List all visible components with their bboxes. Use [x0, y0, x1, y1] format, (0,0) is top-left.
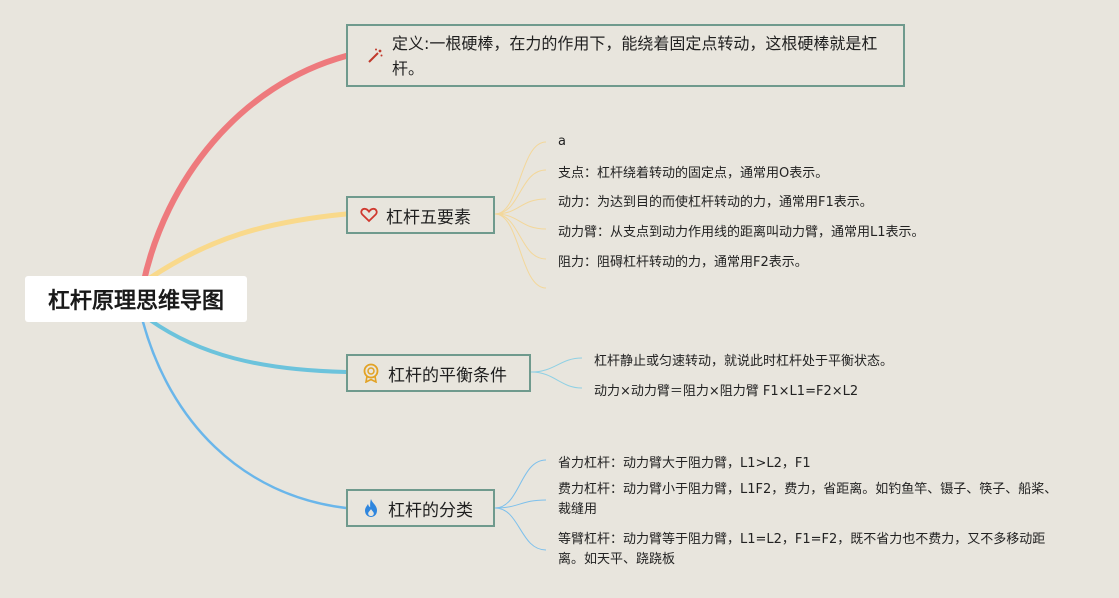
balance-title: 杠杆的平衡条件 — [388, 365, 507, 386]
root-topic[interactable]: 杠杆原理思维导图 — [25, 276, 247, 322]
five-elements-item[interactable]: 动力臂：从支点到动力作用线的距离叫动力臂，通常用L1表示。 — [558, 225, 925, 240]
five-elements-item[interactable]: 动力：为达到目的而使杠杆转动的力，通常用F1表示。 — [558, 195, 873, 210]
magic-wand-icon — [364, 47, 386, 65]
classification-node[interactable]: 杠杆的分类 — [346, 489, 495, 527]
classification-item[interactable]: 等臂杠杆：动力臂等于阻力臂，L1=L2，F1=F2，既不省力也不费力，又不多移动… — [558, 532, 1046, 567]
five-elements-item[interactable]: a — [558, 134, 566, 149]
branch-classification — [141, 320, 348, 510]
root-title: 杠杆原理思维导图 — [47, 289, 224, 314]
heart-icon — [358, 207, 380, 223]
definition-node[interactable]: 定义:一根硬棒，在力的作用下，能绕着固定点转动，这根硬棒就是杠杆。 — [346, 24, 905, 87]
classification-item[interactable]: 费力杠杆：动力臂小于阻力臂，L1F2，费力，省距离。如钓鱼竿、镊子、筷子、船桨、… — [558, 482, 1058, 517]
balance-node[interactable]: 杠杆的平衡条件 — [346, 354, 531, 392]
branch-balance — [148, 318, 348, 374]
five-elements-title: 杠杆五要素 — [386, 207, 471, 228]
balance-item[interactable]: 动力×动力臂＝阻力×阻力臂 F1×L1=F2×L2 — [594, 384, 859, 399]
branch-five-elements — [147, 211, 349, 281]
five-elements-node[interactable]: 杠杆五要素 — [346, 196, 495, 234]
classification-title: 杠杆的分类 — [388, 500, 473, 521]
branch-definition — [140, 53, 349, 288]
flame-icon — [360, 498, 382, 518]
five-elements-item[interactable]: 阻力：阻碍杠杆转动的力，通常用F2表示。 — [558, 255, 808, 270]
classification-item[interactable]: 省力杠杆：动力臂大于阻力臂，L1>L2，F1 — [558, 456, 811, 471]
award-icon — [360, 363, 382, 383]
five-elements-item[interactable]: 支点：杠杆绕着转动的固定点，通常用O表示。 — [558, 166, 829, 181]
definition-text: 定义:一根硬棒，在力的作用下，能绕着固定点转动，这根硬棒就是杠杆。 — [392, 33, 878, 78]
balance-item[interactable]: 杠杆静止或匀速转动，就说此时杠杆处于平衡状态。 — [594, 354, 894, 369]
